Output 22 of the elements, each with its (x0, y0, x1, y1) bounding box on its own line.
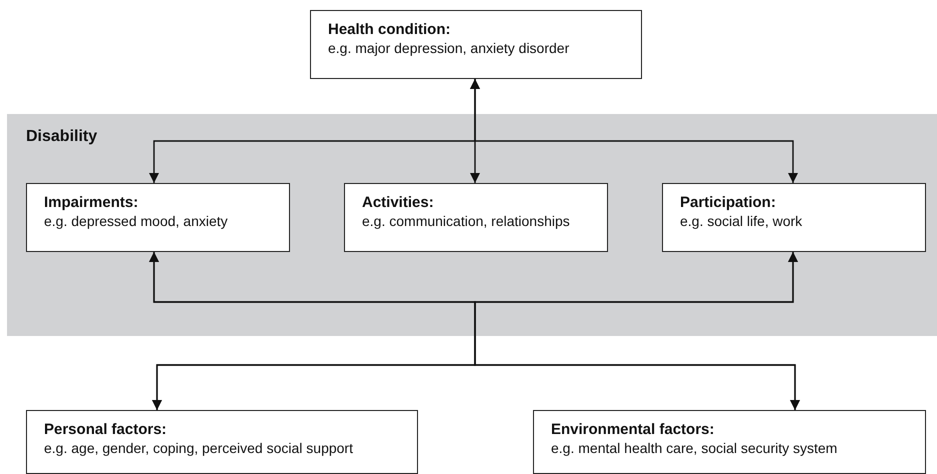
text-box (533, 410, 926, 474)
box-description: e.g. mental health care, social security system (551, 439, 838, 457)
text-box (662, 183, 926, 252)
box-description: e.g. major depression, anxiety disorder (328, 39, 570, 57)
text-box (344, 183, 608, 252)
connector-arrow (474, 252, 800, 410)
text-box (26, 410, 418, 474)
box-description: e.g. depressed mood, anxiety (44, 212, 228, 230)
box-heading: Environmental factors: (551, 420, 714, 439)
box-heading: Participation: (680, 193, 776, 212)
box-description: e.g. social life, work (680, 212, 802, 230)
group-band (7, 114, 937, 336)
connector-arrow (470, 79, 798, 183)
box-description: e.g. age, gender, coping, perceived social support (44, 439, 353, 457)
box-heading: Impairments: (44, 193, 138, 212)
text-box (26, 183, 290, 252)
box-heading: Personal factors: (44, 420, 167, 439)
text-box (310, 10, 642, 79)
box-heading: Activities: (362, 193, 434, 212)
box-heading: Health condition: (328, 20, 450, 39)
group-title: Disability (26, 127, 98, 146)
box-description: e.g. communication, relationships (362, 212, 570, 230)
